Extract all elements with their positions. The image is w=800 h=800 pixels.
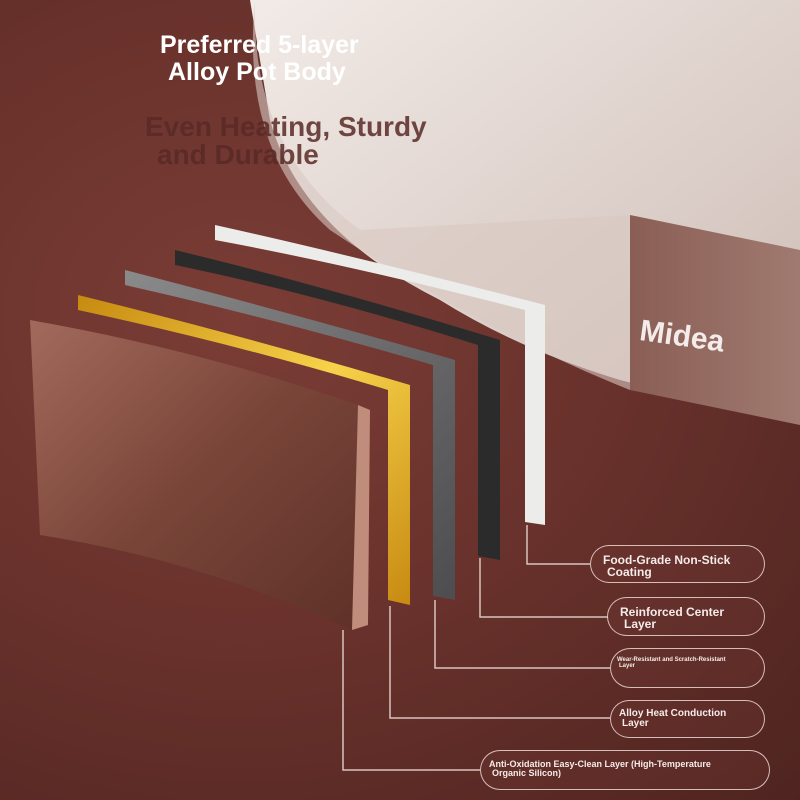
label-food-grade-coating: Food-Grade Non-Stick Coating bbox=[590, 545, 765, 583]
label-text: Layer bbox=[624, 617, 657, 631]
layer-copper bbox=[30, 320, 358, 630]
label-text: Anti-Oxidation Easy-Clean Layer (High-Te… bbox=[489, 759, 711, 769]
label-text: Wear-Resistant and Scratch-Resistant bbox=[617, 657, 726, 663]
label-text: Layer bbox=[619, 663, 636, 669]
subheadline-line1: Even Heating, Sturdy bbox=[145, 111, 427, 142]
label-text: Alloy Heat Conduction bbox=[619, 708, 727, 719]
pot-image: Midea bbox=[250, 0, 800, 425]
label-text: Reinforced Center bbox=[620, 605, 725, 619]
label-text: Layer bbox=[622, 718, 649, 729]
headline-line1: Preferred 5-layer bbox=[160, 31, 359, 59]
label-text: Organic Silicon) bbox=[492, 768, 562, 778]
label-anti-oxidation: Anti-Oxidation Easy-Clean Layer (High-Te… bbox=[480, 750, 770, 790]
label-reinforced-center: Reinforced Center Layer bbox=[607, 597, 765, 636]
label-text: Food-Grade Non-Stick bbox=[603, 553, 731, 567]
connector-lines bbox=[342, 525, 610, 771]
subheadline-line2: and Durable bbox=[157, 139, 319, 170]
headline-line2: Alloy Pot Body bbox=[168, 58, 346, 86]
label-wear-resistant: Wear-Resistant and Scratch-Resistant Lay… bbox=[610, 648, 765, 688]
label-text: Coating bbox=[607, 565, 652, 579]
label-alloy-heat-conduction: Alloy Heat Conduction Layer bbox=[610, 700, 765, 738]
